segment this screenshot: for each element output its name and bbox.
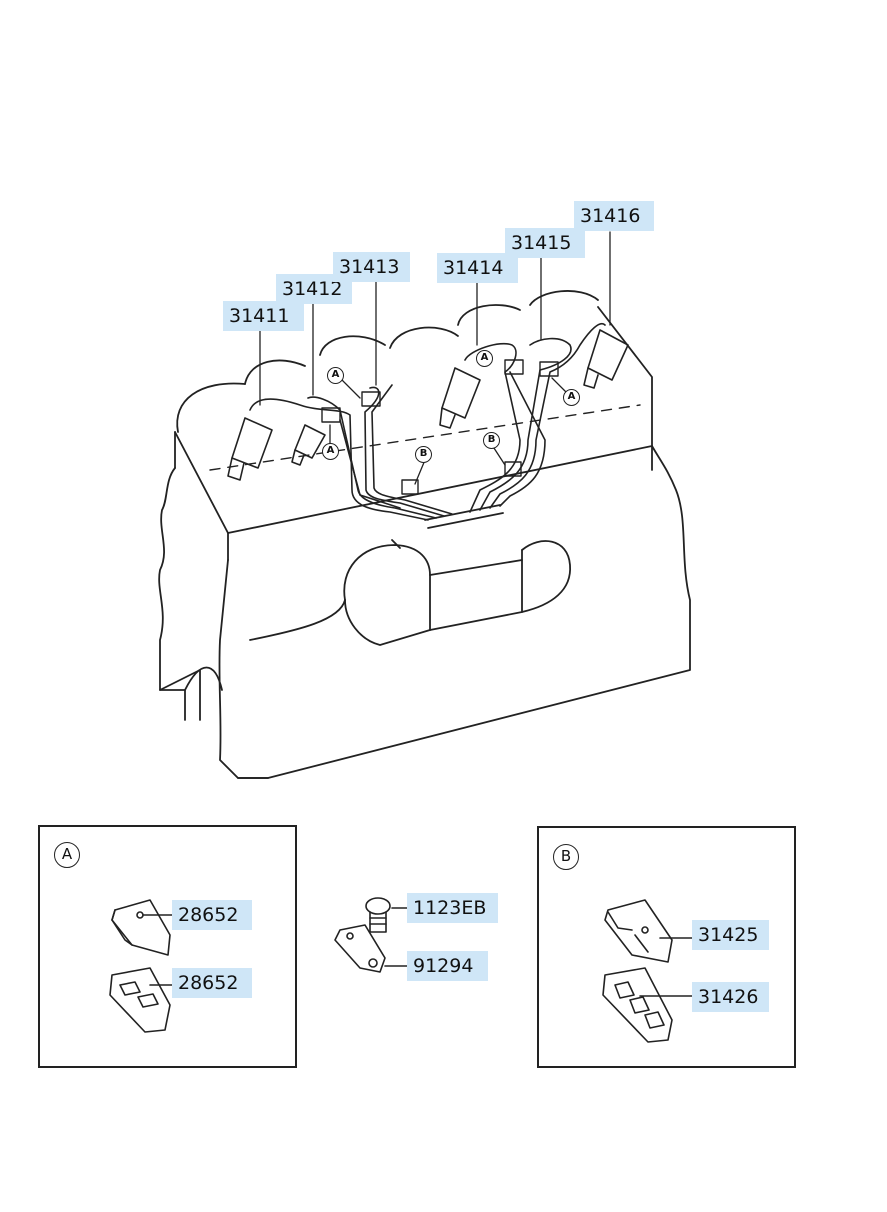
part-label-31426[interactable]: 31426 (692, 982, 769, 1012)
injection-pump (343, 504, 571, 646)
part-label-31412[interactable]: 31412 (276, 274, 352, 304)
part-label-28652-lower[interactable]: 28652 (172, 968, 252, 998)
clamp-marker-a: A (563, 389, 580, 406)
injection-pipes-right (464, 323, 606, 513)
clamp-marker-a: A (327, 367, 344, 384)
clamp-lower-a (109, 967, 173, 1033)
injector-nozzles (227, 329, 629, 481)
inset-frame-b (537, 826, 796, 1068)
clamp-marker-a: A (322, 443, 339, 460)
part-label-31413[interactable]: 31413 (333, 252, 410, 282)
part-label-31415[interactable]: 31415 (505, 228, 585, 258)
clamp-lower-b (602, 967, 693, 1043)
part-label-31425[interactable]: 31425 (692, 920, 769, 950)
clamp-upper-b (604, 899, 693, 963)
part-label-31411[interactable]: 31411 (223, 301, 304, 331)
inset-a-marker: A (54, 842, 80, 868)
pipe-clamps (321, 359, 559, 495)
engine-block (158, 445, 691, 779)
part-label-31416[interactable]: 31416 (574, 201, 654, 231)
leader-lines (259, 231, 611, 485)
bracket-91294 (334, 924, 409, 973)
cylinder-head-humps (176, 290, 599, 433)
injection-pipes-left (249, 384, 453, 521)
bolt-1123eb (365, 897, 409, 933)
clamp-upper-a (111, 899, 173, 956)
clamp-marker-b: B (415, 446, 432, 463)
part-label-1123eb[interactable]: 1123EB (407, 893, 498, 923)
part-label-31414[interactable]: 31414 (437, 253, 518, 283)
part-label-91294[interactable]: 91294 (407, 951, 488, 981)
inset-b-marker: B (553, 844, 579, 870)
clamp-marker-b: B (483, 432, 500, 449)
part-label-28652-upper[interactable]: 28652 (172, 900, 252, 930)
clamp-marker-a: A (476, 350, 493, 367)
inset-frame-a (38, 825, 297, 1068)
